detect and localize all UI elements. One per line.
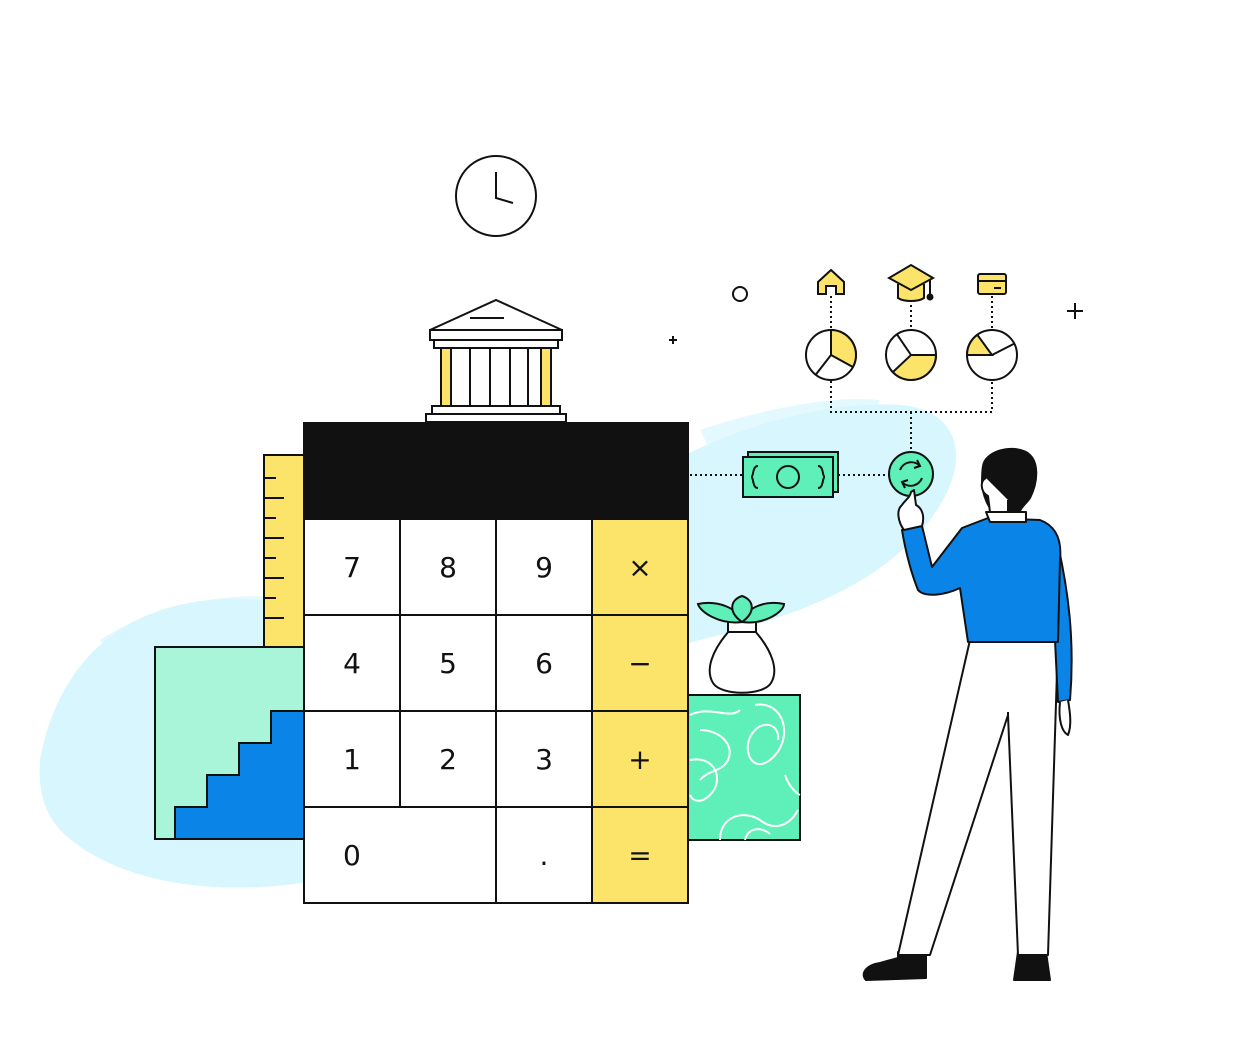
clock-icon <box>455 155 537 237</box>
plant-icon <box>696 594 786 694</box>
key-multiply[interactable]: × <box>591 518 689 616</box>
key-2[interactable]: 2 <box>399 710 497 808</box>
flow-connectors <box>690 296 993 476</box>
house-icon <box>817 268 845 295</box>
refresh-icon <box>888 451 934 497</box>
calculator: 7 8 9 × 4 5 6 − 1 2 3 + 0 . = <box>303 422 689 904</box>
pie-chart-credit-card <box>965 329 1018 381</box>
pie-chart-graduation-cap <box>885 329 938 381</box>
bank-icon <box>425 298 567 423</box>
pie-slice <box>965 333 994 356</box>
key-6[interactable]: 6 <box>495 614 593 712</box>
key-9[interactable]: 9 <box>495 518 593 616</box>
pie-slice <box>830 328 857 369</box>
stairs-block <box>154 646 306 840</box>
decor-sparkles <box>669 286 1083 344</box>
pie-divider <box>814 354 832 376</box>
key-minus[interactable]: − <box>591 614 689 712</box>
key-equals[interactable]: = <box>591 806 689 904</box>
key-decimal[interactable]: . <box>495 806 593 904</box>
credit-card-icon <box>977 273 1007 295</box>
topographic-block <box>686 694 801 841</box>
key-7[interactable]: 7 <box>303 518 401 616</box>
banknote-icon <box>742 451 839 498</box>
key-1[interactable]: 1 <box>303 710 401 808</box>
calculator-display <box>303 422 689 520</box>
goal-pie-charts <box>805 328 1018 381</box>
pie-slice <box>891 354 938 381</box>
person-figure <box>862 447 1073 981</box>
key-8[interactable]: 8 <box>399 518 497 616</box>
ruler-icon <box>263 454 305 656</box>
key-5[interactable]: 5 <box>399 614 497 712</box>
key-0[interactable]: 0 <box>303 806 497 904</box>
pie-chart-house <box>805 328 857 381</box>
pie-divider <box>991 342 1015 356</box>
key-3[interactable]: 3 <box>495 710 593 808</box>
graduation-cap-icon <box>886 263 936 302</box>
pie-divider <box>896 333 912 356</box>
key-4[interactable]: 4 <box>303 614 401 712</box>
key-plus[interactable]: + <box>591 710 689 808</box>
